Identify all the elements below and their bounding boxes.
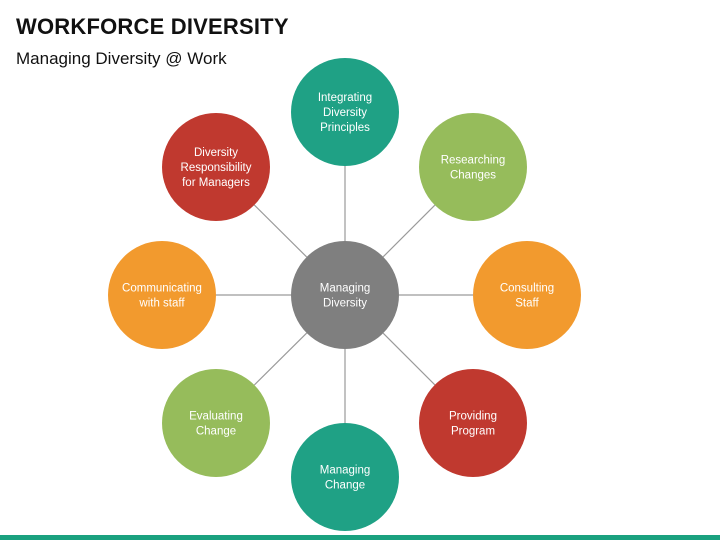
node-circle-integrating-diversity-principles bbox=[291, 58, 399, 166]
connector-researching-changes bbox=[382, 204, 436, 258]
center-node-circle bbox=[291, 241, 399, 349]
node-circle-managing-change bbox=[291, 423, 399, 531]
node-circle-communicating-with-staff bbox=[108, 241, 216, 349]
node-circle-providing-program bbox=[419, 369, 527, 477]
slide-subtitle: Managing Diversity @ Work bbox=[16, 49, 227, 68]
node-integrating-diversity-principles-label-line: Integrating bbox=[318, 92, 372, 104]
node-diversity-responsibility-for-managers-label-line: Diversity bbox=[194, 147, 238, 159]
node-diversity-responsibility-for-managers-label-line: Responsibility bbox=[181, 162, 252, 174]
node-researching-changes-label-line: Researching bbox=[441, 155, 506, 167]
node-diversity-responsibility-for-managers-label-line: for Managers bbox=[182, 177, 250, 189]
node-circle-consulting-staff bbox=[473, 241, 581, 349]
center-node-label-line: Diversity bbox=[323, 298, 367, 310]
node-providing-program-label-line: Program bbox=[451, 426, 495, 438]
node-circle-diversity-responsibility-for-managers bbox=[162, 113, 270, 221]
node-communicating-with-staff-label-line: with staff bbox=[138, 298, 185, 310]
bottom-accent-bar bbox=[0, 535, 720, 540]
diagram-nodes: IntegratingDiversityPrinciplesResearchin… bbox=[108, 58, 581, 531]
node-managing-change-label-line: Managing bbox=[320, 465, 371, 477]
connector-diversity-responsibility-for-managers bbox=[253, 204, 308, 258]
node-communicating-with-staff-label-line: Communicating bbox=[122, 283, 202, 295]
node-circle-evaluating-change bbox=[162, 369, 270, 477]
center-node-label-line: Managing bbox=[320, 283, 371, 295]
connector-lines bbox=[216, 166, 473, 423]
node-researching-changes-label-line: Changes bbox=[450, 170, 496, 182]
slide-title: WORKFORCE DIVERSITY bbox=[16, 14, 289, 39]
node-integrating-diversity-principles-label-line: Principles bbox=[320, 122, 370, 134]
node-consulting-staff-label-line: Staff bbox=[515, 298, 539, 310]
node-evaluating-change-label-line: Change bbox=[196, 426, 236, 438]
node-communicating-with-staff: Communicating with staff bbox=[108, 241, 216, 349]
node-providing-program-label-line: Providing bbox=[449, 411, 497, 423]
connector-providing-program bbox=[382, 332, 436, 386]
node-integrating-diversity-principles-label-line: Diversity bbox=[323, 107, 367, 119]
node-evaluating-change-label-line: Evaluating bbox=[189, 411, 243, 423]
node-managing-change-label-line: Change bbox=[325, 480, 365, 492]
node-circle-researching-changes bbox=[419, 113, 527, 221]
connector-evaluating-change bbox=[253, 332, 308, 386]
node-consulting-staff-label-line: Consulting bbox=[500, 283, 554, 295]
